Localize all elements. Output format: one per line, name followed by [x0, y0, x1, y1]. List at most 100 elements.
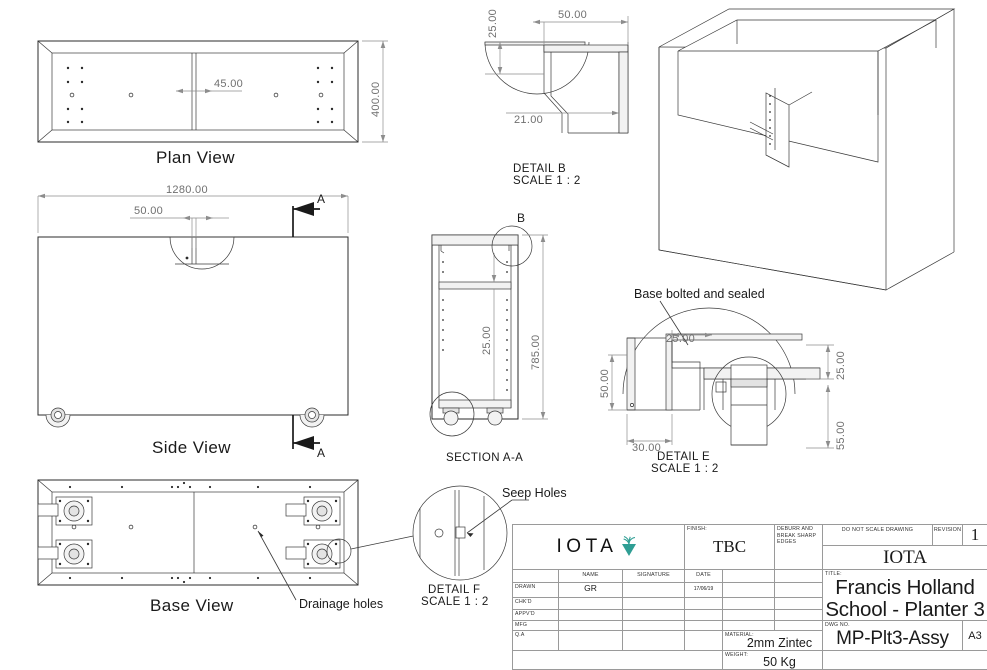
row-drawn-date: 17/06/19 [685, 582, 723, 597]
row-appvd-signature [623, 609, 685, 621]
view-label-section-aa: SECTION A-A [446, 452, 523, 464]
row-mfg-name [559, 621, 623, 630]
plant-pot-icon [618, 535, 640, 559]
dim-side-1280: 1280.00 [166, 184, 208, 196]
dwg-no-cell: DWG NO. MP-Plt3-Assy [823, 621, 963, 651]
dim-detail-e-right-25: 25.00 [835, 351, 847, 380]
view-base: Drainage holes Base View [38, 480, 418, 615]
drawing-title-line1: Francis Holland [823, 577, 987, 599]
mfg-label: MFG [513, 621, 558, 628]
signoff-header-name: NAME [559, 570, 623, 583]
logo-cell: IOTA [513, 525, 685, 570]
sheet-size-value: A3 [968, 630, 981, 642]
detail-f-label: DETAIL F [428, 584, 480, 596]
view-section-aa: 25.00 B [430, 211, 604, 464]
deburr-cell: DEBURR AND BREAK SHARP EDGES [775, 525, 823, 570]
drawn-label: DRAWN [513, 583, 558, 590]
header-date-label: DATE [685, 570, 722, 578]
finish-value: TBC [713, 537, 746, 557]
row-qa-date [685, 630, 723, 651]
dim-section-25: 25.00 [481, 326, 493, 355]
view-label-plan: Plan View [156, 148, 235, 167]
drawn-name-value: GR [559, 583, 622, 593]
company-cell: IOTA [823, 546, 987, 570]
caster-section-left [443, 408, 459, 425]
drawing-title-line2: School - Planter 3 [823, 599, 987, 621]
dim-detail-e-25: 25.00 [666, 333, 695, 345]
material-cell: MATERIAL: 2mm Zintec [723, 630, 823, 651]
signoff-header-date: DATE [685, 570, 723, 583]
drawing-title-cell: TITLE: Francis Holland School - Planter … [823, 570, 987, 621]
dim-detail-b-50: 50.00 [558, 9, 587, 21]
row-mfg-label: MFG [513, 621, 559, 630]
drawn-date-value: 17/06/19 [685, 583, 722, 592]
annotation-seep-holes: Seep Holes [502, 486, 567, 500]
finish-label: FINISH: [687, 526, 707, 533]
section-mark-a-bottom: A [317, 446, 325, 460]
header-name-label: NAME [559, 570, 622, 578]
detail-b: 25.00 50.00 21.00 DETAIL B SCALE 1 : 2 [485, 9, 628, 187]
row-chkd-date [685, 598, 723, 610]
do-not-scale-label: DO NOT SCALE DRAWING [823, 525, 932, 533]
title-block: IOTA FINISH: TBC DEBURR AND BREAK SHARP … [512, 524, 987, 654]
dim-plan-400: 400.00 [370, 82, 382, 117]
detail-b-label: DETAIL B [513, 163, 566, 175]
view-isometric-3d [658, 8, 954, 298]
row-chkd-blank-2 [775, 598, 823, 610]
detail-e-scale: SCALE 1 : 2 [651, 463, 719, 475]
brand-logo-text: IOTA [557, 536, 618, 558]
chkd-label: CHK'D [513, 598, 558, 605]
signoff-corner [513, 570, 559, 583]
signoff-blank-1 [723, 570, 775, 583]
finish-cell: FINISH: TBC [685, 525, 775, 570]
row-drawn-blank-2 [775, 582, 823, 597]
detail-b-scale: SCALE 1 : 2 [513, 175, 581, 187]
detail-e-label: DETAIL E [657, 451, 710, 463]
row-mfg-blank-2 [775, 621, 823, 630]
row-mfg-blank-1 [723, 621, 775, 630]
deburr-label: DEBURR AND BREAK SHARP EDGES [777, 526, 821, 546]
title-label: TITLE: [825, 571, 842, 578]
dim-detail-e-right-55: 55.00 [835, 421, 847, 450]
revision-value: 1 [971, 525, 980, 545]
dim-side-50: 50.00 [134, 205, 163, 217]
revision-value-cell: 1 [963, 525, 987, 546]
row-chkd-signature [623, 598, 685, 610]
qa-label: Q.A [513, 631, 558, 638]
revision-label: REVISION [933, 525, 962, 533]
signoff-header-signature: SIGNATURE [623, 570, 685, 583]
weight-label: WEIGHT: [725, 652, 748, 659]
row-qa-signature [623, 630, 685, 651]
row-drawn-signature [623, 582, 685, 597]
dim-section-785: 785.00 [530, 335, 542, 370]
caster-section-right [487, 408, 503, 425]
dwg-no-label: DWG NO. [825, 622, 850, 629]
dim-detail-e-50: 50.00 [599, 369, 611, 398]
row-qa-label: Q.A [513, 630, 559, 651]
annotation-base-bolted: Base bolted and sealed [634, 287, 765, 301]
annotation-drainage-holes: Drainage holes [299, 597, 383, 611]
row-mfg-signature [623, 621, 685, 630]
row-appvd-name [559, 609, 623, 621]
signoff-blank-2 [775, 570, 823, 583]
row-chkd-blank-1 [723, 598, 775, 610]
material-label: MATERIAL: [725, 632, 754, 639]
view-side: 1280.00 50.00 A A Side View [38, 184, 348, 460]
sheet-size-cell: A3 [963, 621, 987, 651]
view-plan: 45.00 400.00 Plan View [38, 41, 388, 167]
row-drawn-label: DRAWN [513, 582, 559, 597]
detail-e: Base bolted and sealed 25.00 50.00 30.00… [599, 287, 847, 475]
dim-detail-b-25: 25.00 [487, 9, 499, 38]
row-appvd-blank-2 [775, 609, 823, 621]
row-chkd-name [559, 598, 623, 610]
view-label-side: Side View [152, 438, 231, 457]
company-name: IOTA [883, 547, 927, 569]
do-not-scale-cell: DO NOT SCALE DRAWING [823, 525, 933, 546]
row-appvd-label: APPV'D [513, 609, 559, 621]
detail-bubble-b: B [517, 211, 525, 225]
dim-plan-45: 45.00 [214, 78, 243, 90]
dim-detail-b-21: 21.00 [514, 114, 543, 126]
section-mark-a-top: A [317, 192, 325, 206]
row-drawn-blank-1 [723, 582, 775, 597]
drawing-sheet: 45.00 400.00 Plan View 25.00 [0, 0, 987, 654]
